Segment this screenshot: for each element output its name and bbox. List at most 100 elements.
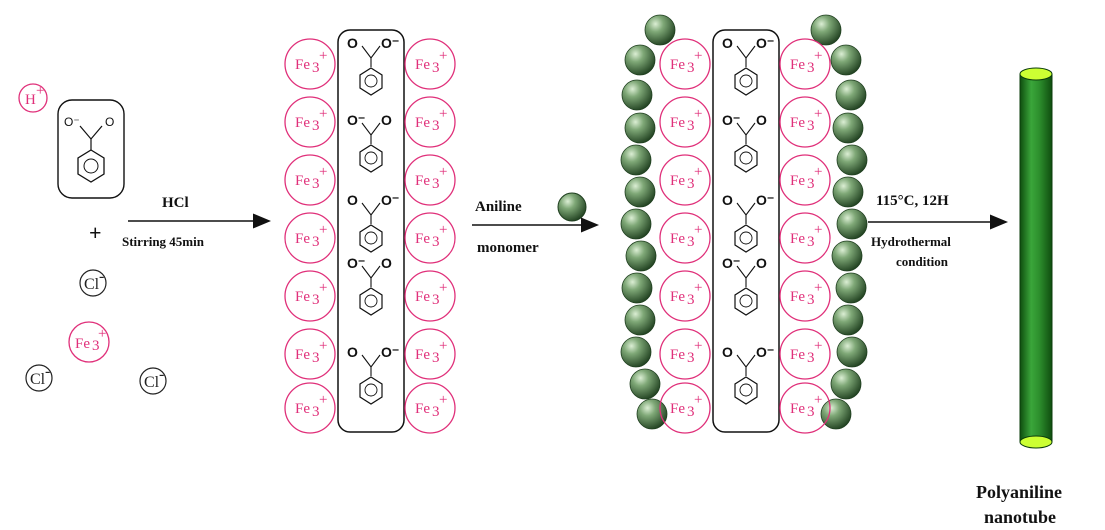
iron-ion-label: Fe <box>670 401 685 417</box>
iron-ion-label: Fe <box>295 57 310 73</box>
iron-ion-subscript: 3 <box>432 350 440 366</box>
polyaniline-sphere <box>835 79 867 111</box>
iron-ion-charge: + <box>319 280 327 296</box>
oxygen-label: O⁻ <box>381 192 399 208</box>
benzoate-unit: O⁻O <box>347 255 392 316</box>
polyaniline-shell <box>620 14 868 430</box>
iron-ion-charge: + <box>319 392 327 408</box>
benzoate-unit: O⁻ O <box>347 112 392 173</box>
iron-ion-charge: + <box>319 222 327 238</box>
polyaniline-sphere <box>625 240 657 272</box>
polyaniline-sphere <box>644 14 676 46</box>
iron-label: Fe <box>75 336 90 352</box>
iron-ion-charge: + <box>439 338 447 354</box>
iron-ion-label: Fe <box>415 231 430 247</box>
iron-ion-charge: + <box>694 48 702 64</box>
iron-ion-subscript: 3 <box>807 234 815 250</box>
polyaniline-sphere <box>620 336 652 368</box>
product-label-line2: nanotube <box>984 507 1056 527</box>
oxygen-label: O <box>347 35 358 51</box>
iron-ion-label: Fe <box>295 173 310 189</box>
oxygen-label: O <box>722 344 733 360</box>
oxygen-anion-label: O⁻ <box>64 115 80 129</box>
iron-ion-subscript: 3 <box>807 292 815 308</box>
polyaniline-sphere <box>832 112 864 144</box>
oxygen-label: O <box>105 115 114 129</box>
oxygen-label: O⁻ <box>347 255 365 271</box>
iron-ion-charge: + <box>319 164 327 180</box>
iron-ion-charge: + <box>814 222 822 238</box>
plus-sign: + <box>89 220 102 245</box>
iron-ion-label: Fe <box>670 231 685 247</box>
step1-condition: Stirring 45min <box>122 234 205 249</box>
iron-ion-label: Fe <box>790 173 805 189</box>
polyaniline-nanotube <box>1019 67 1053 449</box>
iron-ion-label: Fe <box>415 57 430 73</box>
iron-ion-label: Fe <box>790 57 805 73</box>
iron-ion-label: Fe <box>415 115 430 131</box>
polyaniline-sphere <box>820 398 852 430</box>
oxygen-label: O <box>381 112 392 128</box>
polyaniline-sphere <box>620 208 652 240</box>
polyaniline-sphere <box>624 112 656 144</box>
oxygen-label: O⁻ <box>756 344 774 360</box>
benzoate-unit: O⁻O <box>722 112 767 173</box>
oxygen-label: O⁻ <box>756 35 774 51</box>
iron-ion-label: Fe <box>670 347 685 363</box>
iron-ion-charge: + <box>694 106 702 122</box>
iron-ion-subscript: 3 <box>312 404 320 420</box>
polyaniline-sphere <box>621 79 653 111</box>
iron-ion-subscript: 3 <box>687 176 695 192</box>
iron-ion-subscript: 3 <box>432 292 440 308</box>
chloride-label: Cl <box>144 374 160 391</box>
iron-ion-subscript: 3 <box>687 404 695 420</box>
benzoate-unit: O⁻O <box>722 255 767 316</box>
iron-ion-subscript: 3 <box>687 292 695 308</box>
iron-ion-subscript: 3 <box>807 350 815 366</box>
step3-conditions: 115°C, 12H <box>876 193 949 209</box>
oxygen-label: O⁻ <box>756 192 774 208</box>
polyaniline-sphere <box>624 176 656 208</box>
chloride-charge: - <box>45 363 50 380</box>
iron-ion-subscript: 3 <box>312 118 320 134</box>
proton-ion: H + <box>18 83 48 113</box>
polyaniline-sphere <box>836 336 868 368</box>
iron-ion-charge: + <box>694 280 702 296</box>
chloride-label: Cl <box>30 371 46 388</box>
iron-ion-subscript: 3 <box>432 234 440 250</box>
polyaniline-sphere <box>636 398 668 430</box>
iron-ion-charge: + <box>814 164 822 180</box>
iron-ion-charge: + <box>319 106 327 122</box>
aniline-monomer-sphere <box>557 192 587 222</box>
polyaniline-sphere <box>835 272 867 304</box>
step2-arrow: Aniline monomer <box>472 192 599 256</box>
iron-ion-label: Fe <box>790 289 805 305</box>
iron-ion-charge: + <box>439 280 447 296</box>
iron-ion-label: Fe <box>790 347 805 363</box>
iron-ion-subscript: 3 <box>432 176 440 192</box>
iron-charge: + <box>98 326 106 342</box>
chloride-ion-1: Cl - <box>79 268 107 297</box>
iron-ion-subscript: 3 <box>312 234 320 250</box>
oxygen-label: O⁻ <box>347 112 365 128</box>
